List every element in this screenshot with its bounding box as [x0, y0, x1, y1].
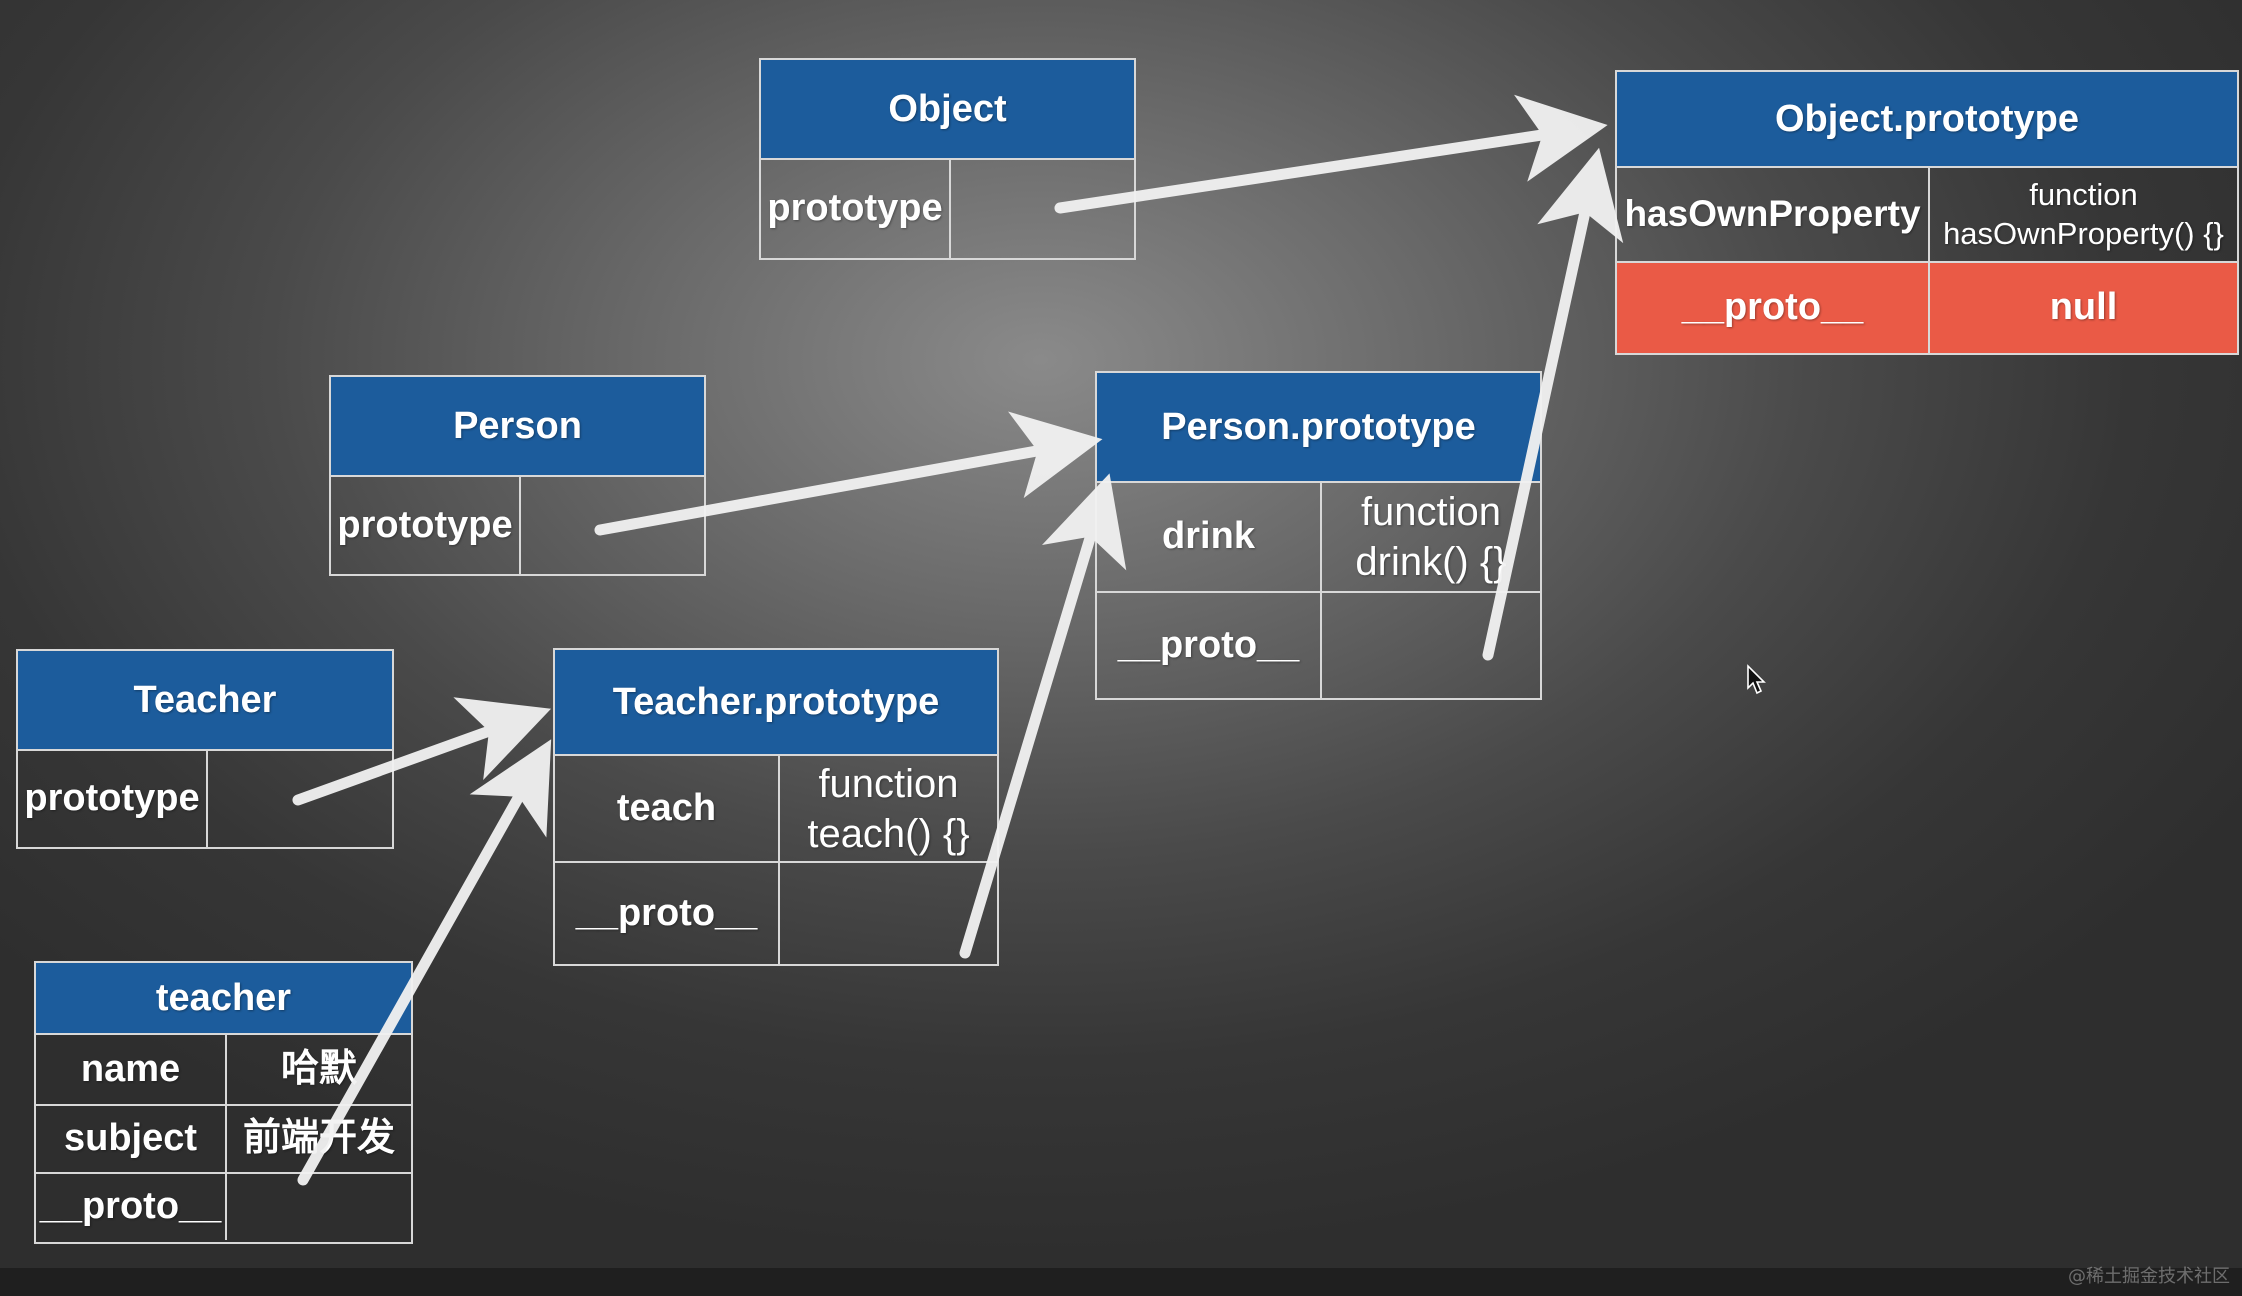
teacher-constructor-row-prototype: prototype: [18, 751, 392, 847]
person-box: Person prototype: [329, 375, 706, 576]
object-row-prototype: prototype: [761, 160, 1134, 258]
object-title: Object: [761, 60, 1134, 160]
teacher-instance-value-name: 哈默: [225, 1035, 411, 1104]
person-prototype-value-proto: [1320, 593, 1540, 698]
teacher-instance-key-subject: subject: [63, 1117, 198, 1160]
person-prototype-row-proto: __proto__: [1097, 591, 1540, 698]
person-key-prototype: prototype: [337, 503, 513, 546]
teacher-prototype-row-proto: __proto__: [555, 861, 997, 964]
object-prototype-key-hasownproperty: hasOwnProperty: [1624, 193, 1921, 235]
object-prototype-box: Object.prototype hasOwnProperty function…: [1615, 70, 2239, 355]
teacher-instance-row-name: name 哈默: [36, 1035, 411, 1104]
object-box: Object prototype: [759, 58, 1136, 260]
teacher-prototype-box: Teacher.prototype teach function teach()…: [553, 648, 999, 966]
person-prototype-key-drink: drink: [1162, 515, 1255, 558]
teacher-instance-key-name: name: [80, 1047, 181, 1090]
teacher-prototype-key-teach: teach: [616, 786, 717, 829]
teacher-constructor-box: Teacher prototype: [16, 649, 394, 849]
teacher-instance-key-proto: __proto__: [39, 1185, 222, 1228]
person-prototype-key-proto: __proto__: [1117, 623, 1300, 666]
watermark: @稀土掘金技术社区: [2068, 1266, 2230, 1287]
teacher-prototype-key-proto: __proto__: [575, 891, 758, 934]
object-value-prototype: [949, 160, 1134, 258]
object-prototype-key-proto: __proto__: [1681, 286, 1864, 329]
teacher-constructor-value-prototype: [206, 751, 392, 847]
teacher-instance-value-subject: 前端开发: [225, 1106, 411, 1172]
person-value-prototype: [519, 477, 704, 574]
teacher-instance-row-subject: subject 前端开发: [36, 1104, 411, 1172]
arrow-object-to-object-prototype: [1054, 94, 1608, 214]
teacher-instance-row-proto: __proto__: [36, 1172, 411, 1240]
teacher-prototype-row-teach: teach function teach() {}: [555, 756, 997, 861]
teacher-prototype-title: Teacher.prototype: [555, 650, 997, 756]
person-prototype-title: Person.prototype: [1097, 373, 1540, 483]
object-prototype-row-hasownproperty: hasOwnProperty function hasOwnProperty()…: [1617, 168, 2237, 261]
teacher-instance-title: teacher: [36, 963, 411, 1035]
teacher-constructor-key-prototype: prototype: [24, 777, 200, 820]
person-row-prototype: prototype: [331, 477, 704, 574]
person-prototype-row-drink: drink function drink() {}: [1097, 483, 1540, 591]
bottom-bar: [0, 1268, 2242, 1296]
person-prototype-value-drink: function drink() {}: [1320, 483, 1540, 591]
teacher-prototype-value-proto: [778, 863, 997, 964]
teacher-instance-box: teacher name 哈默 subject 前端开发 __proto__: [34, 961, 413, 1244]
mouse-cursor-icon: [1747, 664, 1766, 695]
person-title: Person: [331, 377, 704, 477]
object-prototype-title: Object.prototype: [1617, 72, 2237, 168]
object-key-prototype: prototype: [767, 187, 943, 230]
person-prototype-box: Person.prototype drink function drink() …: [1095, 371, 1542, 700]
object-prototype-row-proto: __proto__ null: [1617, 261, 2237, 353]
teacher-prototype-value-teach: function teach() {}: [778, 756, 997, 861]
object-prototype-value-proto: null: [1928, 263, 2237, 353]
teacher-constructor-title: Teacher: [18, 651, 392, 751]
object-prototype-value-hasownproperty: function hasOwnProperty() {}: [1928, 168, 2237, 261]
teacher-instance-value-proto: [225, 1174, 411, 1240]
